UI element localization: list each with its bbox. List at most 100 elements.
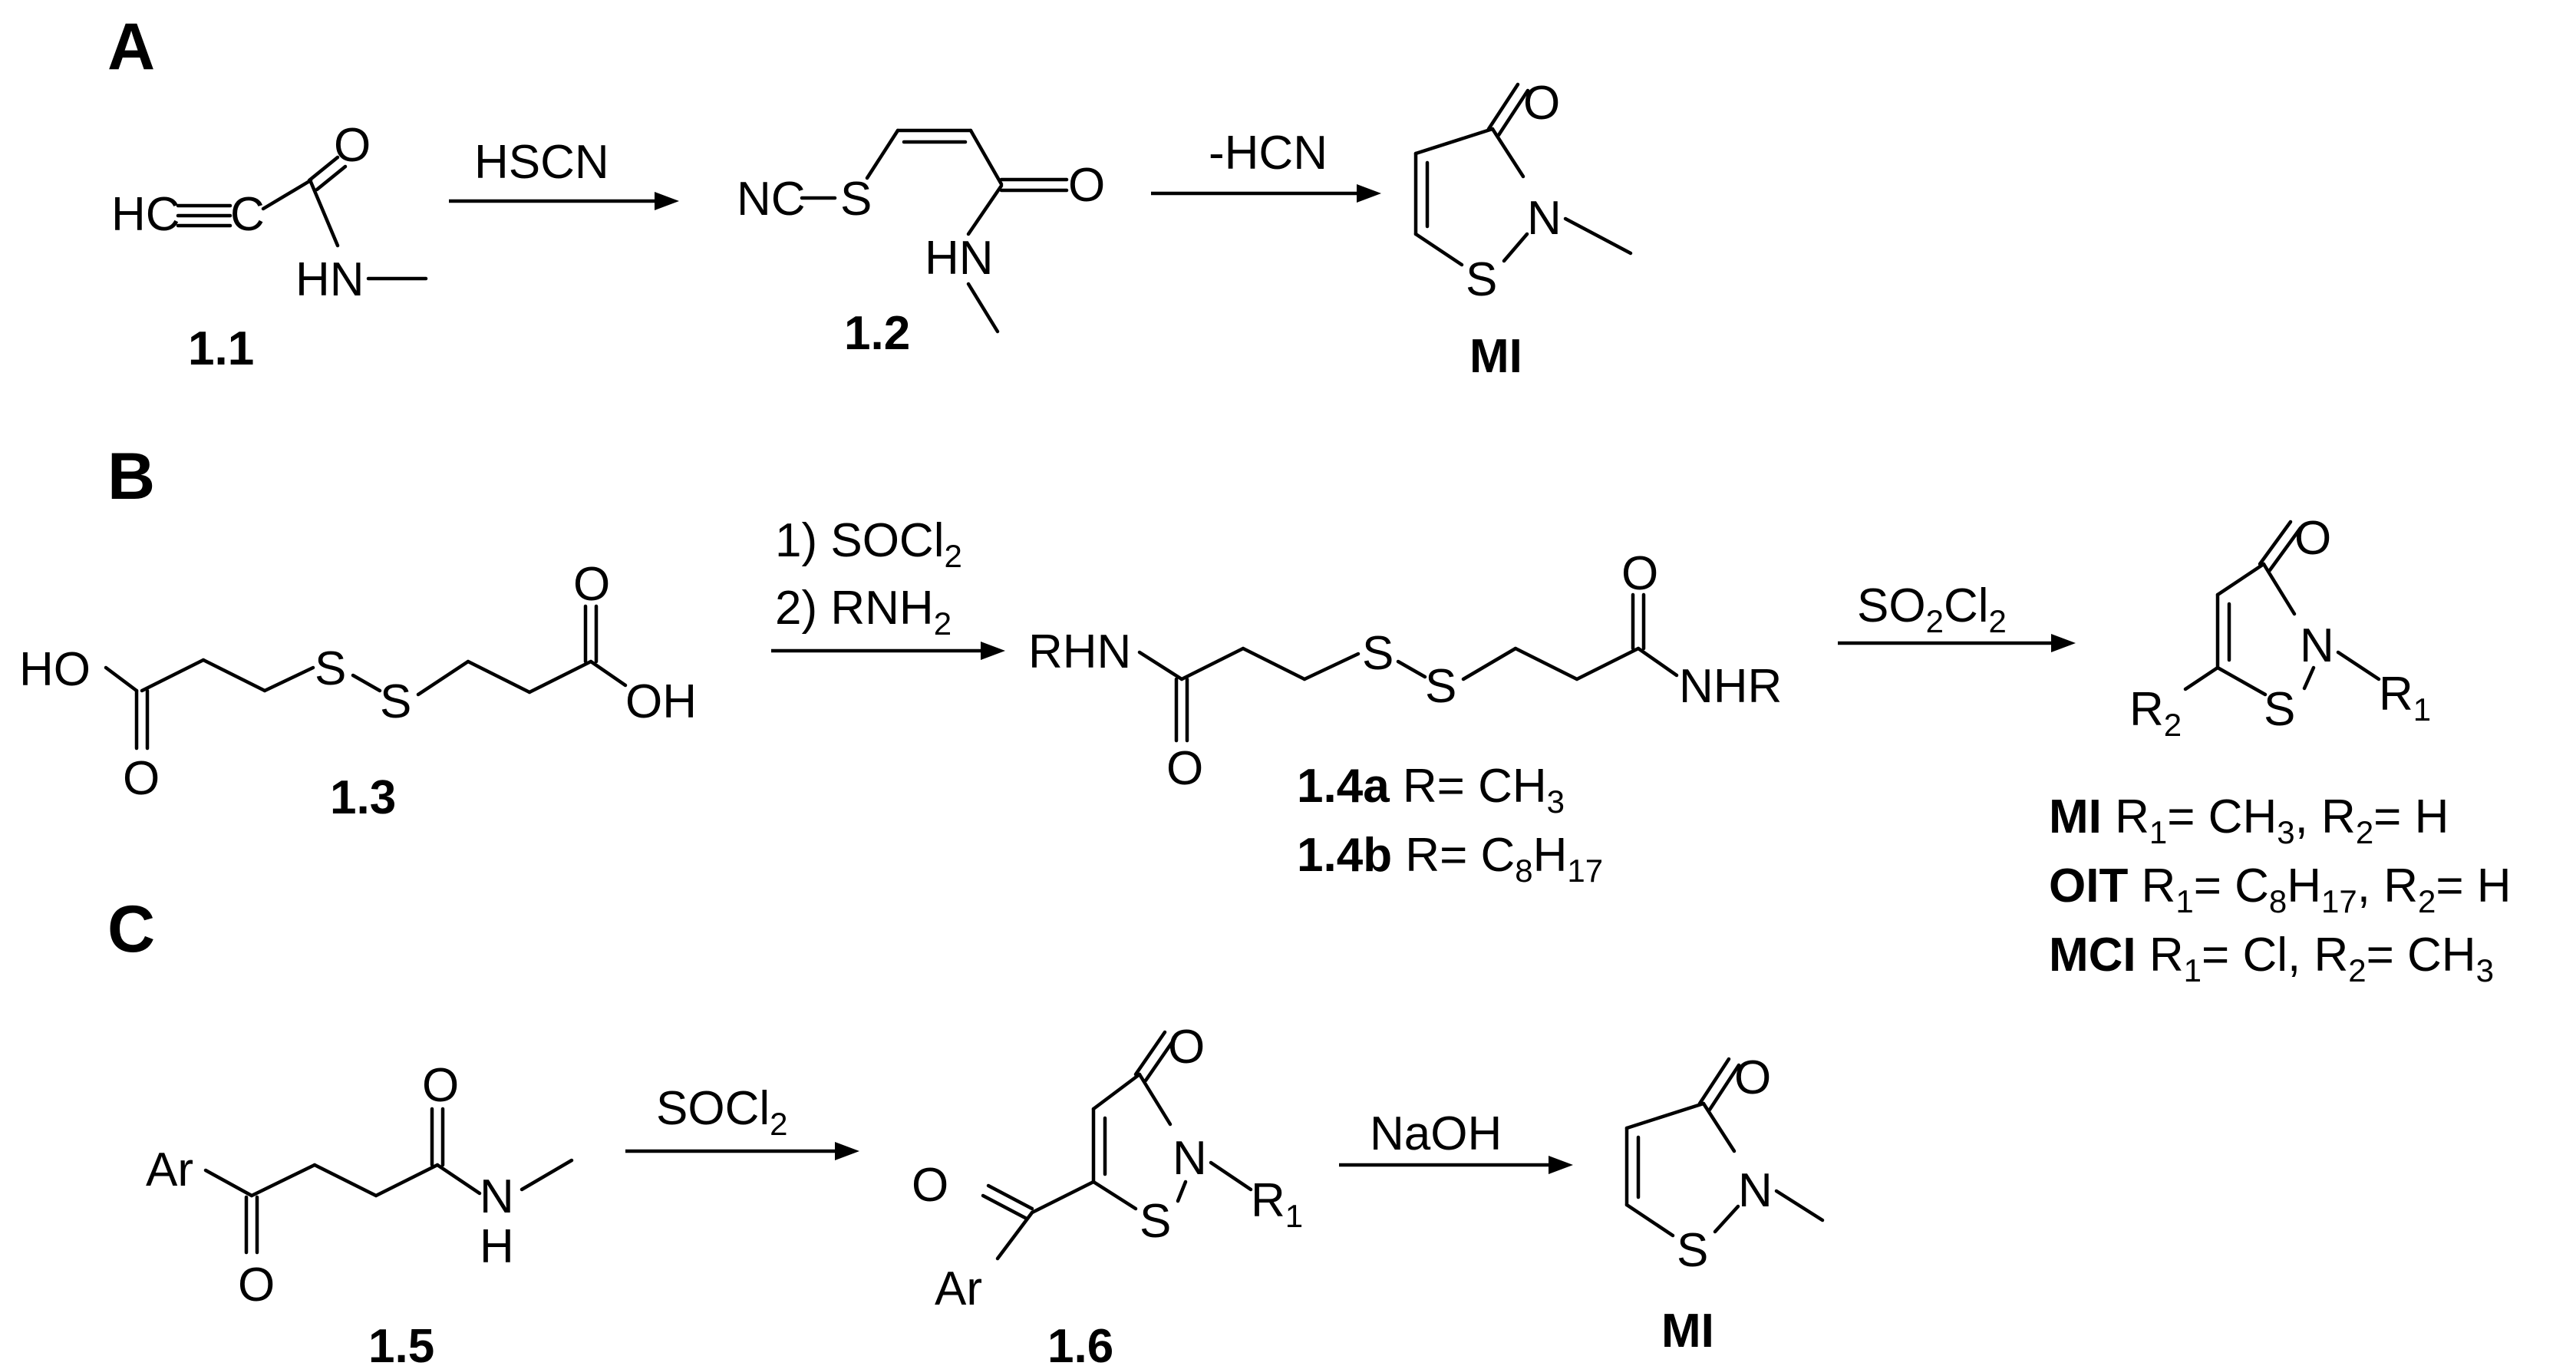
atom-o: O: [422, 1059, 459, 1112]
bond-c-ch2: [249, 1163, 317, 1198]
ring-bond-c4-c3: [1091, 1072, 1142, 1111]
atom-nhr: NHR: [1679, 660, 1782, 713]
atom-n: N: [480, 1170, 514, 1223]
bond-ch2-ch2: [466, 659, 532, 695]
arrow-b2-head: [2051, 634, 2076, 652]
atom-r2: R2: [2129, 683, 2182, 743]
bond-ch2-ch2: [201, 658, 267, 693]
bond-n-methyl: [1563, 216, 1633, 256]
reagent-minus-hcn: -HCN: [1209, 127, 1328, 180]
isothiazolinone-general-structure: O N S R1 R2: [2129, 512, 2431, 743]
bond-ch2-ch2: [1513, 646, 1579, 681]
ring-bond-s-n: [1176, 1180, 1188, 1203]
atom-hn: HN: [925, 232, 994, 285]
bond-co-1: [307, 155, 340, 183]
bond-ch2-c: [527, 659, 593, 695]
bond-co-1: [1697, 1057, 1731, 1106]
bond-s-s: [1396, 659, 1427, 679]
bond-n-r1: [2336, 650, 2381, 681]
atom-r1: R1: [1251, 1174, 1303, 1234]
atom-c: C: [230, 188, 265, 241]
bond-s-s: [351, 673, 382, 693]
bond-c-oh: [589, 659, 628, 688]
bond-ch2-ch2: [312, 1163, 378, 1198]
bond-co-2: [2268, 526, 2303, 572]
compound-label-mi-a: MI: [1469, 330, 1522, 383]
bond-ch-carbonyl: [968, 128, 1004, 186]
ring-bond-s-n: [1502, 232, 1529, 263]
atom-o: O: [1166, 742, 1203, 795]
ring-bond-c3-n: [1701, 1101, 1737, 1153]
bond-c-n: [1636, 646, 1679, 678]
atom-s2: S: [1425, 660, 1456, 713]
reagent-so2cl2: SO2Cl2: [1857, 579, 2007, 639]
atom-s: S: [1140, 1195, 1171, 1248]
bond-c5-carbonyl: [1030, 1180, 1096, 1215]
bond-ch2-s: [1302, 652, 1361, 681]
reagent-socl2: SOCl2: [656, 1082, 788, 1142]
bond-ch2-c: [1575, 646, 1641, 681]
compound-1-4b-definition: 1.4b R= C8H17: [1297, 829, 1603, 889]
atom-n: N: [2300, 619, 2334, 672]
atom-o: O: [334, 119, 371, 172]
compound-1-2-structure: NC S O HN: [737, 128, 1105, 334]
compound-1-5-structure: Ar O O N H: [146, 1059, 574, 1312]
bond-co-2: [1143, 1036, 1177, 1083]
compound-label-1-1: 1.1: [188, 322, 254, 375]
ring-bond-c3-n: [1137, 1072, 1173, 1127]
atom-n: N: [1738, 1164, 1773, 1217]
bond-c-n: [435, 1163, 482, 1196]
atom-ar: Ar: [935, 1262, 982, 1315]
atom-o: O: [573, 558, 610, 611]
compound-label-1-3: 1.3: [330, 771, 396, 824]
compound-label-1-6: 1.6: [1047, 1320, 1113, 1366]
atom-hn: HN: [295, 253, 364, 306]
ring-bond-c4-c3: [2215, 562, 2266, 597]
reagent-hscn: HSCN: [474, 136, 609, 189]
atom-s: S: [1466, 253, 1497, 306]
bond-s-ch2: [1461, 646, 1518, 681]
arrow-a2-head: [1357, 184, 1381, 203]
bond-s-ch2: [416, 659, 470, 697]
bond-co-2: [315, 164, 348, 192]
atom-o: O: [1523, 77, 1560, 130]
bond-n-methyl: [1774, 1189, 1825, 1222]
compound-label-1-5: 1.5: [368, 1320, 434, 1366]
ring-bond-c5-s: [1091, 1180, 1138, 1211]
bond-co-2: [981, 1193, 1029, 1221]
atom-o: O: [123, 752, 160, 805]
bond-s-ch: [865, 128, 900, 180]
ring-bond-s-n: [2302, 665, 2316, 691]
panel-label-c: C: [107, 893, 155, 966]
ring-bond-c3-n: [2261, 562, 2297, 616]
bond-c5-r2: [2183, 665, 2220, 691]
bond-n-r1: [1209, 1160, 1253, 1192]
mi-structure-c: O N S: [1624, 1051, 1825, 1277]
atom-n: N: [1527, 192, 1562, 245]
panel-label-a: A: [107, 10, 155, 84]
atom-s: S: [840, 173, 872, 226]
reagent-step2: 2) RNH2: [775, 582, 952, 642]
atom-ho: HO: [19, 643, 91, 696]
ring-bond-c5-s: [2215, 665, 2268, 697]
ring-bond-s-n: [1713, 1204, 1740, 1234]
reagent-step1: 1) SOCl2: [775, 514, 962, 574]
definition-mi: MI R1= CH3, R2= H: [2049, 790, 2449, 850]
bond-co-1: [2258, 520, 2293, 566]
bond-c-carbonyl: [261, 178, 313, 211]
bond-oh-c: [104, 665, 139, 693]
bond-c-ch2: [1179, 646, 1245, 681]
bond-ar-c: [203, 1168, 254, 1198]
bond-n-methyl: [966, 282, 1000, 334]
atom-o: O: [912, 1159, 948, 1212]
panel-label-b: B: [107, 440, 155, 513]
definition-oit: OIT R1= C8H17, R2= H: [2049, 860, 2512, 919]
bond-c-ch2: [140, 658, 206, 693]
compound-1-4-structure: RHN O S S O NHR: [1028, 547, 1782, 795]
ring-bond-c5-s: [1624, 1203, 1675, 1238]
bond-ch2-ch2: [1241, 646, 1307, 681]
atom-nc: NC: [737, 173, 806, 226]
atom-oh: OH: [625, 675, 697, 728]
bond-c-ar: [995, 1210, 1034, 1261]
